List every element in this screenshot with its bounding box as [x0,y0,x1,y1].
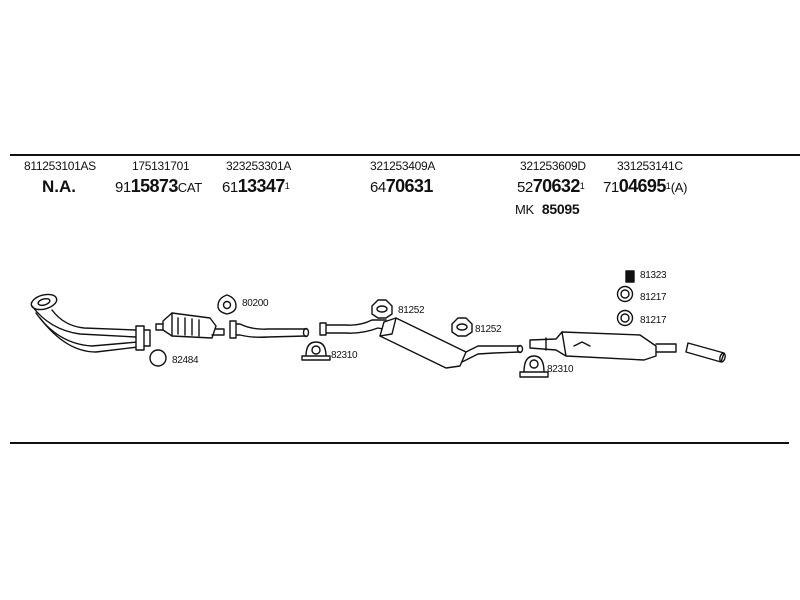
flange-gasket-icon [217,294,237,315]
kit-number: MK 85095 [515,201,586,217]
part-main: 15873 [130,176,179,196]
part-main: 13347 [237,176,286,196]
part-prefix: 91 [115,179,131,196]
callout-82310: 82310 [331,350,358,361]
callout-81217: 81217 [640,315,667,326]
catalytic-converter-icon [155,312,225,339]
pipe-clamp-icon [301,341,331,361]
intermediate-pipe-icon [229,320,310,339]
part-footnote: 1 [665,181,671,191]
callout-81252: 81252 [475,324,502,335]
center-muffler-icon [379,317,524,369]
oem-number: 323253301A [226,159,292,173]
rubber-mount-icon [371,299,393,319]
kit-prefix: MK [515,202,534,217]
part-number: 52706321 [517,177,586,197]
gasket-ring-icon [149,349,167,367]
rubber-ring-icon [616,285,634,303]
part-number: 61133471 [222,177,291,197]
mounting-bracket-icon [625,270,635,283]
part-footnote: 1 [579,181,585,191]
oem-number: 321253409A [370,159,436,173]
tail-pipe-icon [685,342,726,363]
callout-81323: 81323 [640,270,667,281]
part-number: 6470631 [370,177,435,197]
top-divider [10,154,800,156]
not-available-label: N.A. [42,177,76,196]
part-column-3: 323253301A 61133471 [222,159,292,197]
callout-80200: 80200 [242,298,269,309]
part-prefix: 61 [222,179,238,196]
callout-82310: 82310 [547,364,574,375]
callout-81217: 81217 [640,292,667,303]
rubber-ring-icon [616,309,634,327]
part-prefix: 64 [370,179,386,196]
part-suffix: CAT [177,180,202,195]
connecting-pipe-icon [319,319,389,336]
pipe-clamp-icon [519,355,549,378]
part-column-1: 811253101AS N.A. [24,159,96,197]
part-suffix: (A) [670,180,688,195]
callout-82484: 82484 [172,355,199,366]
part-main: 04695 [618,176,667,196]
part-footnote: 1 [284,181,290,191]
oem-number: 321253609D [520,159,586,173]
oem-number: 331253141C [617,159,683,173]
part-column-6: 331253141C 71046951(A) [603,159,688,197]
rear-muffler-icon [529,331,677,361]
bottom-divider [10,442,789,444]
oem-number: 175131701 [132,159,190,173]
part-column-2: 175131701 9115873CAT [115,159,202,197]
part-prefix: 71 [603,179,619,196]
oem-number: 811253101AS [24,159,96,173]
part-main: 70631 [385,176,434,196]
part-main: 70632 [532,176,581,196]
part-number: 71046951(A) [603,176,688,197]
part-column-4: 321253409A 6470631 [370,159,435,197]
part-number: 9115873CAT [115,177,202,197]
front-pipe-icon [30,293,151,353]
part-prefix: 52 [517,179,533,196]
part-column-5: 321253609D 52706321 MK 85095 [515,159,586,217]
kit-main: 85095 [541,201,580,217]
callout-81252: 81252 [398,305,425,316]
rubber-mount-icon [451,317,473,337]
